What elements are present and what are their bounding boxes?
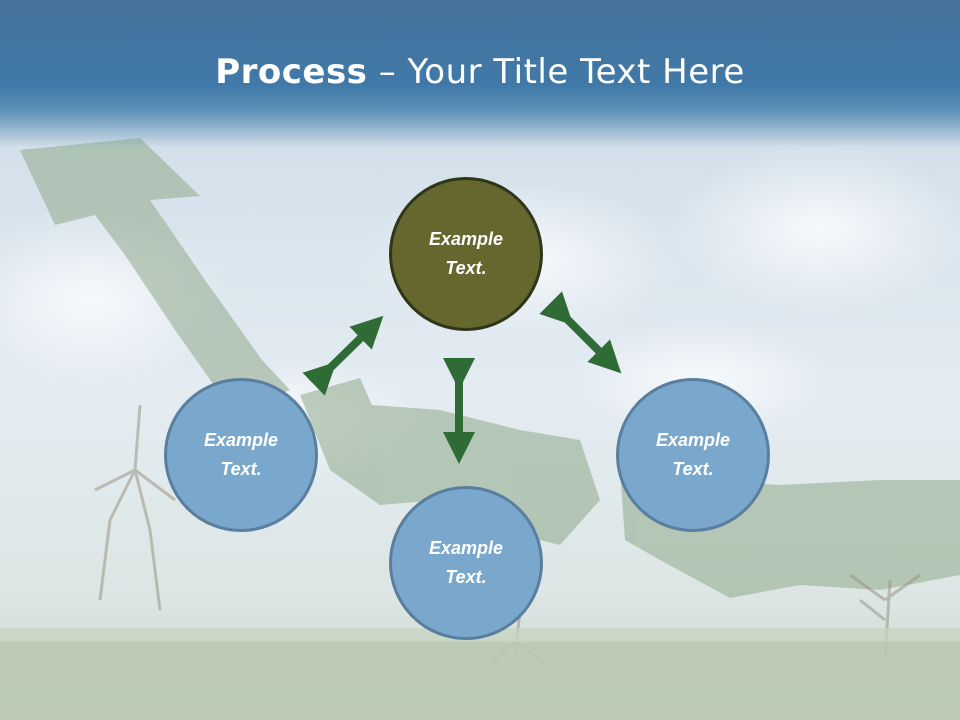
arrow-top-right <box>539 291 622 374</box>
node-top-circle[interactable]: Example Text. <box>389 177 543 331</box>
node-bottom-circle[interactable]: Example Text. <box>389 486 543 640</box>
arrow-left-top <box>302 315 384 396</box>
node-right-circle[interactable]: Example Text. <box>616 378 770 532</box>
title-bar <box>0 0 960 148</box>
title-rest: – Your Title Text Here <box>367 52 745 92</box>
page-title: Process – Your Title Text Here <box>0 52 960 92</box>
node-left-text: Example Text. <box>203 430 279 479</box>
title-bold: Process <box>215 52 368 92</box>
node-left-circle[interactable]: Example Text. <box>164 378 318 532</box>
node-bottom-text: Example Text. <box>428 538 504 587</box>
node-right-text: Example Text. <box>655 430 731 479</box>
node-top-text: Example Text. <box>428 229 504 278</box>
